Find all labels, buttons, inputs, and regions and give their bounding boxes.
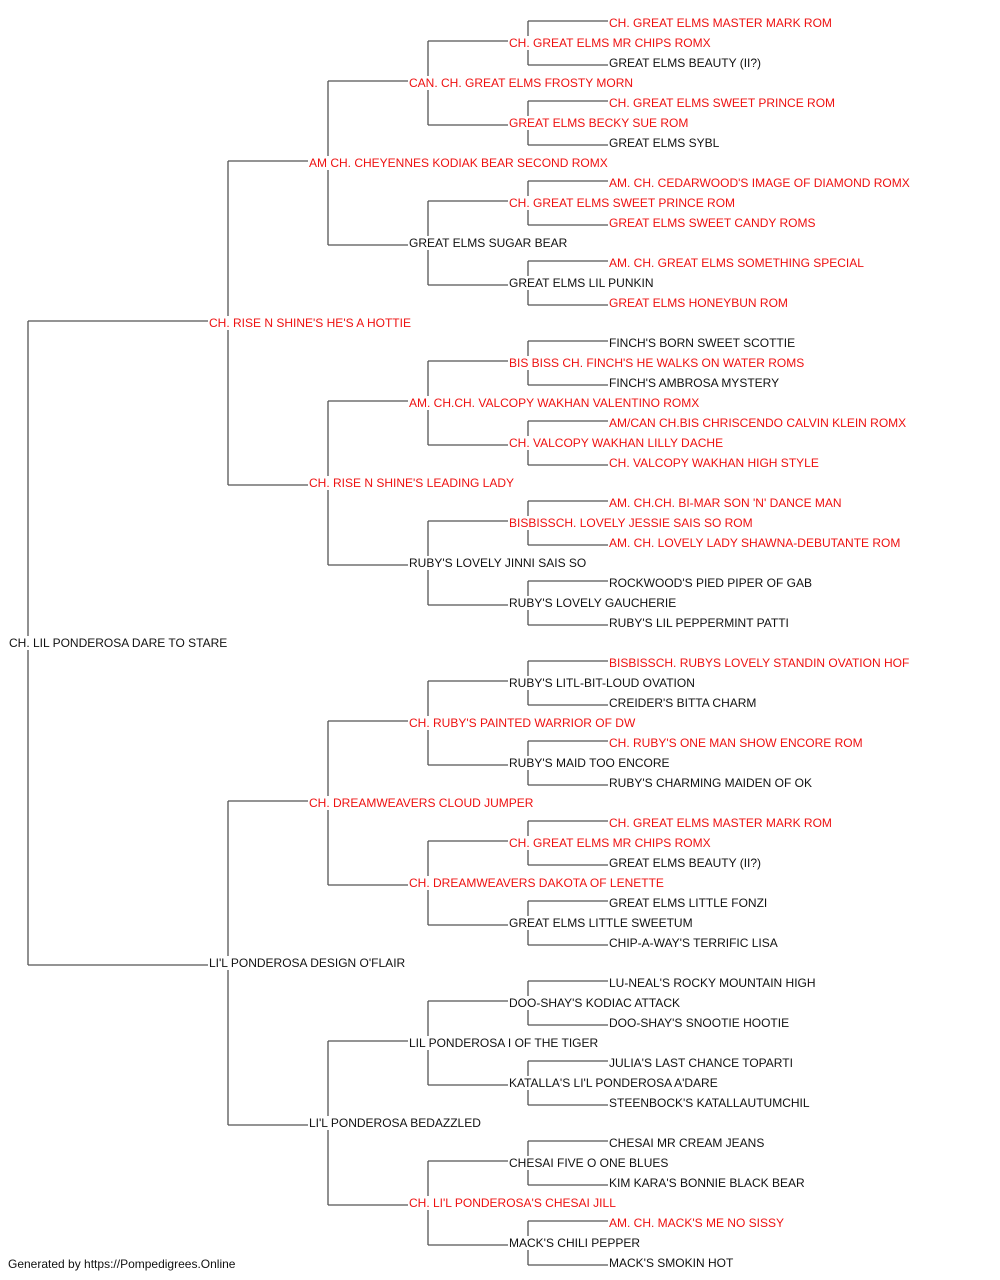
gen5-ancestor-name: CH. GREAT ELMS MASTER MARK ROM: [608, 816, 833, 830]
gen4-ancestor-name: MACK'S CHILI PEPPER: [508, 1236, 641, 1250]
gen5-ancestor-name: JULIA'S LAST CHANCE TOPARTI: [608, 1056, 794, 1070]
gen5-ancestor-name: KIM KARA'S BONNIE BLACK BEAR: [608, 1176, 806, 1190]
gen5-ancestor-name: AM. CH. CEDARWOOD'S IMAGE OF DIAMOND ROM…: [608, 176, 911, 190]
gen5-ancestor-name: AM. CH. LOVELY LADY SHAWNA-DEBUTANTE ROM: [608, 536, 902, 550]
great-grandparent-name: GREAT ELMS SUGAR BEAR: [408, 236, 569, 250]
gen5-ancestor-name: CH. GREAT ELMS SWEET PRINCE ROM: [608, 96, 837, 110]
footer-credit: Generated by https://Pompedigrees.Online: [8, 1257, 236, 1271]
gen4-ancestor-name: RUBY'S LITL-BIT-LOUD OVATION: [508, 676, 696, 690]
gen4-ancestor-name: BIS BISS CH. FINCH'S HE WALKS ON WATER R…: [508, 356, 806, 370]
gen4-ancestor-name: CH. GREAT ELMS MR CHIPS ROMX: [508, 836, 712, 850]
gen5-ancestor-name: CHIP-A-WAY'S TERRIFIC LISA: [608, 936, 779, 950]
parent-name: LI'L PONDEROSA DESIGN O'FLAIR: [208, 956, 407, 970]
gen4-ancestor-name: KATALLA'S LI'L PONDEROSA A'DARE: [508, 1076, 719, 1090]
gen5-ancestor-name: AM. CH.CH. BI-MAR SON 'N' DANCE MAN: [608, 496, 843, 510]
gen5-ancestor-name: RUBY'S CHARMING MAIDEN OF OK: [608, 776, 813, 790]
gen4-ancestor-name: GREAT ELMS BECKY SUE ROM: [508, 116, 690, 130]
gen5-ancestor-name: STEENBOCK'S KATALLAUTUMCHIL: [608, 1096, 811, 1110]
grandparent-name: CH. RISE N SHINE'S LEADING LADY: [308, 476, 516, 490]
gen5-ancestor-name: MACK'S SMOKIN HOT: [608, 1256, 735, 1270]
subject-name: CH. LIL PONDEROSA DARE TO STARE: [8, 636, 229, 650]
gen5-ancestor-name: GREAT ELMS SWEET CANDY ROMS: [608, 216, 817, 230]
gen5-ancestor-name: GREAT ELMS BEAUTY (II?): [608, 856, 763, 870]
gen4-ancestor-name: RUBY'S LOVELY GAUCHERIE: [508, 596, 678, 610]
gen4-ancestor-name: RUBY'S MAID TOO ENCORE: [508, 756, 671, 770]
grandparent-name: LI'L PONDEROSA BEDAZZLED: [308, 1116, 482, 1130]
gen5-ancestor-name: CH. RUBY'S ONE MAN SHOW ENCORE ROM: [608, 736, 864, 750]
great-grandparent-name: AM. CH.CH. VALCOPY WAKHAN VALENTINO ROMX: [408, 396, 701, 410]
gen5-ancestor-name: BISBISSCH. RUBYS LOVELY STANDIN OVATION …: [608, 656, 911, 670]
grandparent-name: AM CH. CHEYENNES KODIAK BEAR SECOND ROMX: [308, 156, 609, 170]
gen5-ancestor-name: GREAT ELMS SYBL: [608, 136, 721, 150]
parent-name: CH. RISE N SHINE'S HE'S A HOTTIE: [208, 316, 412, 330]
great-grandparent-name: RUBY'S LOVELY JINNI SAIS SO: [408, 556, 588, 570]
gen4-ancestor-name: CHESAI FIVE O ONE BLUES: [508, 1156, 670, 1170]
gen5-ancestor-name: LU-NEAL'S ROCKY MOUNTAIN HIGH: [608, 976, 817, 990]
gen5-ancestor-name: ROCKWOOD'S PIED PIPER OF GAB: [608, 576, 813, 590]
gen5-ancestor-name: CH. GREAT ELMS MASTER MARK ROM: [608, 16, 833, 30]
gen5-ancestor-name: AM. CH. GREAT ELMS SOMETHING SPECIAL: [608, 256, 865, 270]
great-grandparent-name: CH. LI'L PONDEROSA'S CHESAI JILL: [408, 1196, 617, 1210]
gen4-ancestor-name: BISBISSCH. LOVELY JESSIE SAIS SO ROM: [508, 516, 754, 530]
gen5-ancestor-name: GREAT ELMS HONEYBUN ROM: [608, 296, 789, 310]
gen5-ancestor-name: CH. VALCOPY WAKHAN HIGH STYLE: [608, 456, 820, 470]
gen4-ancestor-name: DOO-SHAY'S KODIAC ATTACK: [508, 996, 681, 1010]
gen5-ancestor-name: RUBY'S LIL PEPPERMINT PATTI: [608, 616, 790, 630]
gen5-ancestor-name: FINCH'S BORN SWEET SCOTTIE: [608, 336, 797, 350]
great-grandparent-name: LIL PONDEROSA I OF THE TIGER: [408, 1036, 600, 1050]
gen5-ancestor-name: CREIDER'S BITTA CHARM: [608, 696, 758, 710]
gen5-ancestor-name: CHESAI MR CREAM JEANS: [608, 1136, 766, 1150]
gen4-ancestor-name: CH. GREAT ELMS MR CHIPS ROMX: [508, 36, 712, 50]
gen5-ancestor-name: AM/CAN CH.BIS CHRISCENDO CALVIN KLEIN RO…: [608, 416, 908, 430]
gen4-ancestor-name: CH. VALCOPY WAKHAN LILLY DACHE: [508, 436, 725, 450]
great-grandparent-name: CH. DREAMWEAVERS DAKOTA OF LENETTE: [408, 876, 665, 890]
gen4-ancestor-name: GREAT ELMS LIL PUNKIN: [508, 276, 655, 290]
gen4-ancestor-name: CH. GREAT ELMS SWEET PRINCE ROM: [508, 196, 737, 210]
gen5-ancestor-name: GREAT ELMS LITTLE FONZI: [608, 896, 769, 910]
grandparent-name: CH. DREAMWEAVERS CLOUD JUMPER: [308, 796, 535, 810]
gen5-ancestor-name: GREAT ELMS BEAUTY (II?): [608, 56, 763, 70]
gen5-ancestor-name: AM. CH. MACK'S ME NO SISSY: [608, 1216, 785, 1230]
great-grandparent-name: CH. RUBY'S PAINTED WARRIOR OF DW: [408, 716, 637, 730]
gen5-ancestor-name: FINCH'S AMBROSA MYSTERY: [608, 376, 781, 390]
gen4-ancestor-name: GREAT ELMS LITTLE SWEETUM: [508, 916, 694, 930]
great-grandparent-name: CAN. CH. GREAT ELMS FROSTY MORN: [408, 76, 635, 90]
gen5-ancestor-name: DOO-SHAY'S SNOOTIE HOOTIE: [608, 1016, 791, 1030]
